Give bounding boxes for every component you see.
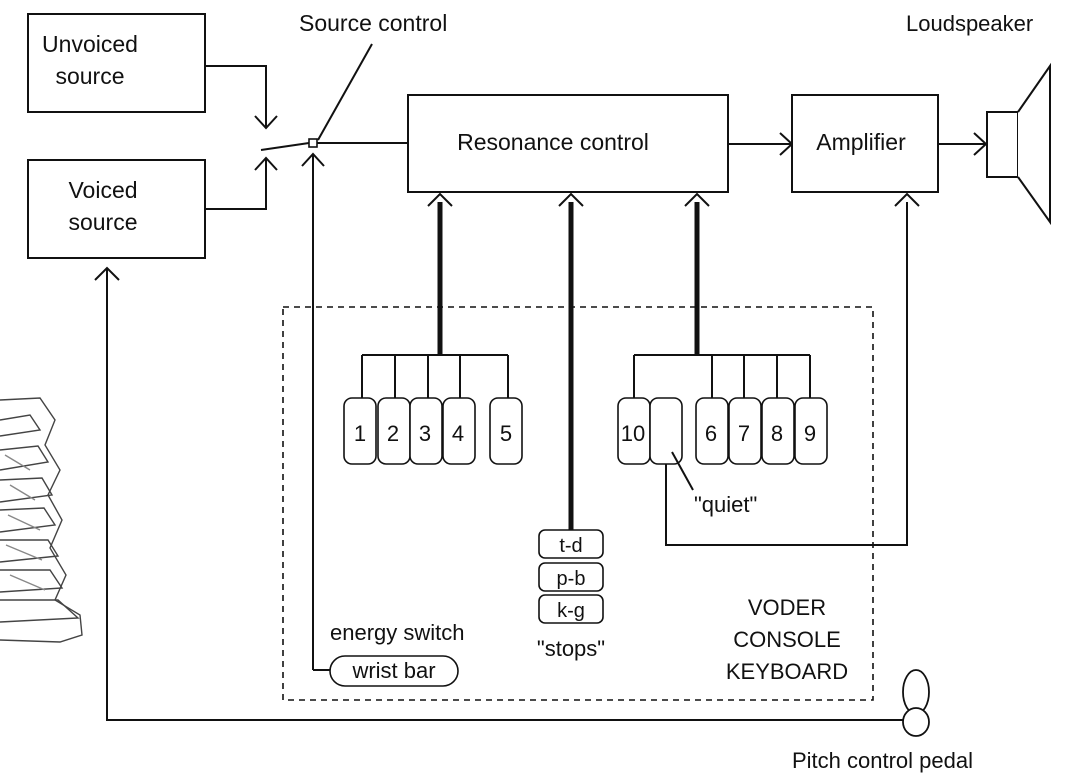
key-6-label: 6 xyxy=(705,421,717,446)
source-switch-contact xyxy=(308,138,318,148)
stop-key-k-g-label: k-g xyxy=(557,600,585,622)
key-7-label: 7 xyxy=(738,421,750,446)
key-8-label: 8 xyxy=(771,421,783,446)
source-control-label: Source control xyxy=(299,10,447,36)
key-8[interactable]: 8 xyxy=(761,397,795,465)
right-key-group: 10 6 7 8 9 xyxy=(617,397,828,465)
left-key-bus xyxy=(361,354,509,400)
stop-key-k-g[interactable]: k-g xyxy=(538,594,604,624)
voder-label-line-3: KEYBOARD xyxy=(726,659,848,684)
quiet-pointer xyxy=(671,451,694,491)
stop-key-t-d-label: t-d xyxy=(559,535,582,557)
key-5[interactable]: 5 xyxy=(489,397,523,465)
stop-key-t-d[interactable]: t-d xyxy=(538,529,604,559)
stop-key-p-b-label: p-b xyxy=(557,568,586,590)
right-key-bus xyxy=(633,354,811,400)
source-control-pointer xyxy=(317,43,373,141)
voder-console-boundary xyxy=(282,306,874,701)
left-key-group: 1 2 3 4 5 xyxy=(343,397,523,465)
unvoiced-source-label-2: source xyxy=(55,63,124,89)
resonance-control-label: Resonance control xyxy=(457,129,649,155)
key-3-label: 3 xyxy=(419,421,431,446)
key-6[interactable]: 6 xyxy=(695,397,729,465)
key-9-label: 9 xyxy=(804,421,816,446)
stops-label: "stops" xyxy=(537,636,605,661)
amplifier-to-speaker-arrow xyxy=(938,132,988,156)
key-4-label: 4 xyxy=(452,421,464,446)
loudspeaker-icon xyxy=(986,62,1051,226)
unvoiced-source-label-1: Unvoiced xyxy=(42,31,138,57)
voder-label-line-1: VODER xyxy=(748,595,826,620)
resonance-to-amplifier-arrow xyxy=(728,132,794,156)
voiced-source-label-1: Voiced xyxy=(68,177,137,203)
key-1-label: 1 xyxy=(354,421,366,446)
key-4[interactable]: 4 xyxy=(442,397,476,465)
key-5-label: 5 xyxy=(500,421,512,446)
key-2-label: 2 xyxy=(387,421,399,446)
voiced-source-label-2: source xyxy=(68,209,137,235)
key-2[interactable]: 2 xyxy=(377,397,411,465)
voder-label-line-2: CONSOLE xyxy=(733,627,841,652)
loudspeaker-label: Loudspeaker xyxy=(906,11,1033,36)
amplifier-label: Amplifier xyxy=(816,129,906,155)
pitch-to-voiced-line xyxy=(94,266,905,721)
quiet-label: "quiet" xyxy=(694,492,757,517)
pitch-pedal-icon[interactable] xyxy=(902,669,930,737)
source-connectors xyxy=(205,65,310,210)
voiced-source-box xyxy=(27,159,206,259)
stop-key-group: t-d p-b k-g xyxy=(538,529,604,624)
key-3[interactable]: 3 xyxy=(409,397,443,465)
wrist-bar[interactable]: wrist bar xyxy=(329,655,459,687)
amplifier-box xyxy=(791,94,939,193)
resonance-control-box xyxy=(407,94,729,193)
control-rods xyxy=(427,192,710,532)
energy-switch-label: energy switch xyxy=(330,620,465,645)
key-quiet[interactable] xyxy=(649,397,683,465)
key-10[interactable]: 10 xyxy=(617,397,651,465)
key-1[interactable]: 1 xyxy=(343,397,377,465)
stop-key-p-b[interactable]: p-b xyxy=(538,562,604,592)
key-10-label: 10 xyxy=(621,421,645,446)
key-9[interactable]: 9 xyxy=(794,397,828,465)
wrist-bar-label: wrist bar xyxy=(351,658,435,683)
pitch-pedal-label: Pitch control pedal xyxy=(792,748,973,773)
quiet-to-amplifier-line xyxy=(665,192,920,546)
key-7[interactable]: 7 xyxy=(728,397,762,465)
energy-switch-rod xyxy=(301,152,330,671)
unvoiced-source-box xyxy=(27,13,206,113)
bellows-illustration xyxy=(0,397,83,643)
